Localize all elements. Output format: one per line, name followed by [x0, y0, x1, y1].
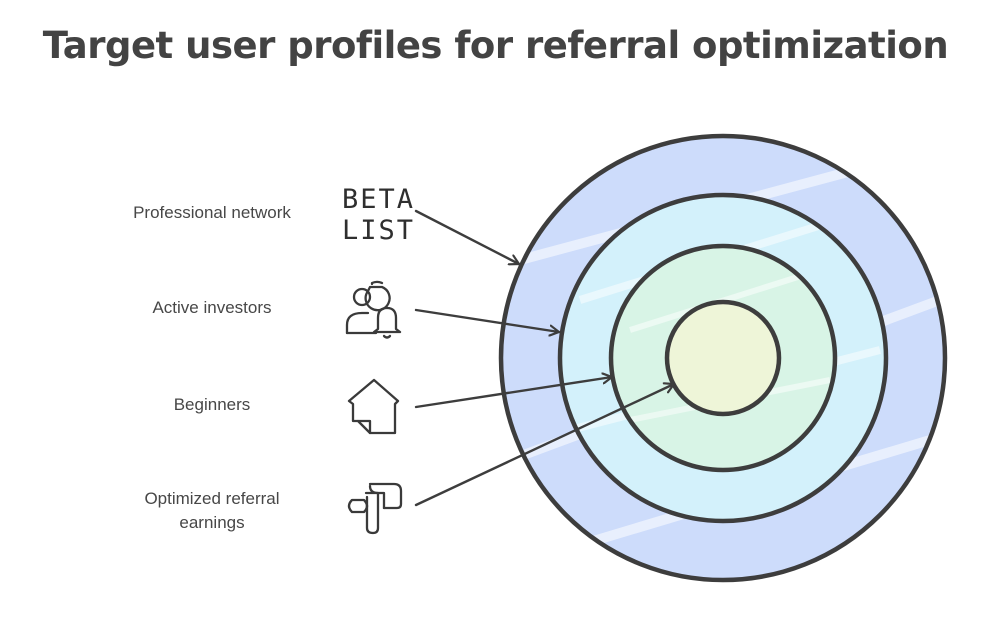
- arrow-beginners: [414, 377, 614, 409]
- ring-second-outline: [557, 192, 889, 524]
- beta-list-logo: BETA LIST: [342, 184, 415, 246]
- arrow-professional-network: [414, 209, 521, 264]
- investor-chart-bell-icon: [345, 280, 402, 339]
- svg-text:BETA: BETA: [342, 184, 415, 215]
- page-title: Target user profiles for referral optimi…: [42, 24, 949, 67]
- ring-outer-outline: [498, 133, 948, 583]
- google-ads-icon: [347, 482, 403, 535]
- layer-label-optimized-referral-earnings: Optimized referral earnings: [102, 487, 322, 535]
- label-line-1: Optimized referral: [144, 489, 280, 508]
- arrow-optimized-referral-earnings: [414, 384, 676, 507]
- ring-center-outline: [664, 299, 782, 417]
- label-line-2: earnings: [179, 513, 245, 532]
- layer-label-beginners: Beginners: [173, 395, 251, 414]
- ring-third-outline: [608, 243, 838, 473]
- ring-center-fill: [667, 302, 779, 414]
- layer-label-active-investors: Active investors: [152, 298, 272, 317]
- house-note-icon: [347, 378, 400, 435]
- svg-text:LIST: LIST: [342, 215, 415, 246]
- layer-label-professional-network: Professional network: [133, 203, 291, 222]
- arrow-active-investors: [414, 308, 561, 332]
